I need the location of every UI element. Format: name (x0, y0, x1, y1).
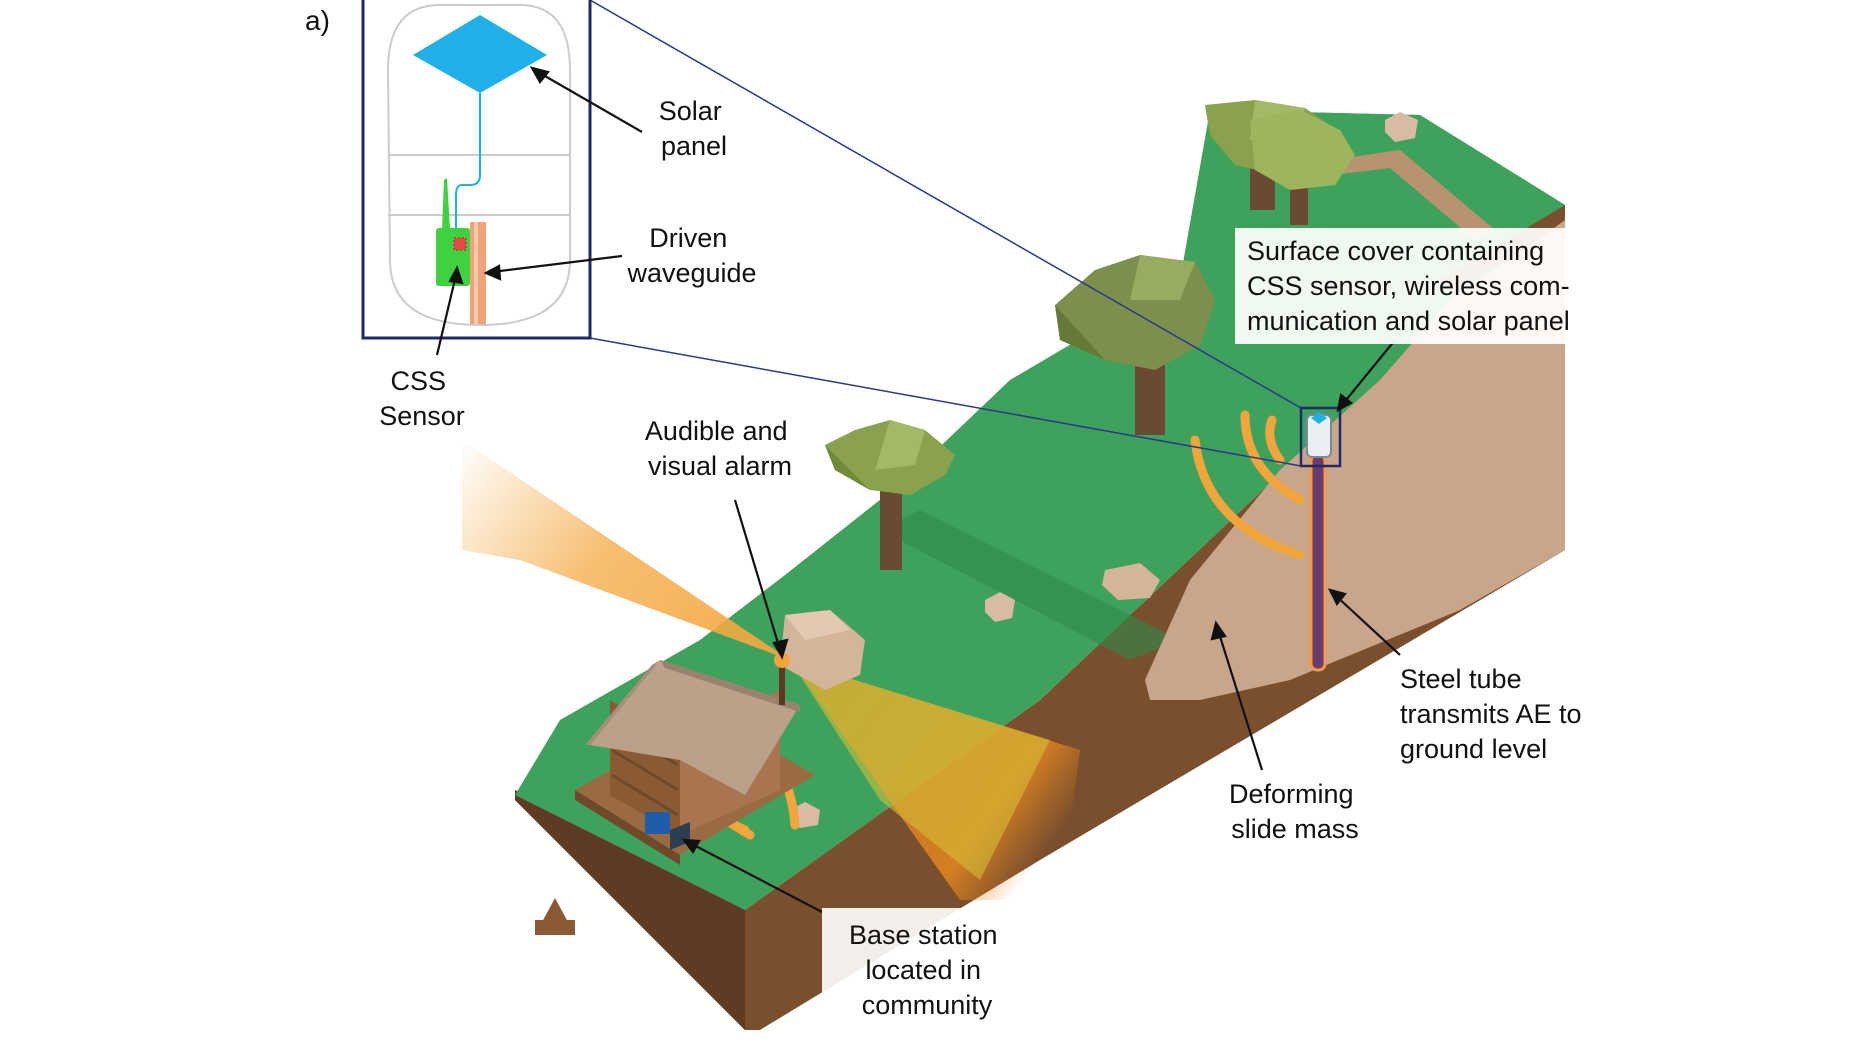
label-steel-tube: Steel tube transmits AE to ground level (1400, 664, 1589, 764)
cover-outline (386, 4, 571, 327)
inset-zoom (361, 0, 1302, 467)
tree-foliage (1250, 110, 1355, 190)
arrow-solar-panel (537, 71, 643, 133)
label-solar-panel: Solar panel (659, 96, 730, 161)
solar-panel (413, 15, 547, 93)
antenna (442, 178, 450, 230)
zoom-line (589, 337, 1302, 467)
signal-wave (1265, 415, 1285, 465)
signal-wave (1190, 435, 1305, 560)
rock (1385, 112, 1418, 142)
steel-tube-assembly (1299, 406, 1342, 672)
alarm-pole (779, 660, 785, 705)
arrow-waveguide (491, 254, 623, 274)
base-station-label-bg (822, 908, 1012, 1024)
label-driven-waveguide: Driven waveguide (626, 223, 756, 288)
base-station (645, 812, 670, 834)
surface-cover-label-bg (1235, 228, 1592, 344)
solar-wire (455, 93, 481, 230)
soil-left-face (515, 790, 745, 1030)
steel-tube (1309, 453, 1327, 672)
arrow-steel-tube (1334, 594, 1401, 656)
tree-trunk (880, 480, 902, 570)
label-base-station: Base station located in community (849, 920, 1005, 1020)
signal-wave (1240, 410, 1305, 505)
rock (985, 592, 1015, 622)
house (575, 652, 815, 865)
arrow-surface-cover (1341, 339, 1396, 406)
arrow-base-station (689, 842, 823, 913)
arrow-alarm (733, 499, 782, 651)
label-css-sensor: CSS Sensor (379, 366, 465, 431)
label-alarm: Audible and visual alarm (645, 416, 795, 481)
pointer-arrows (435, 66, 1401, 913)
label-surface-cover: Surface cover containing CSS sensor, wir… (1247, 236, 1577, 336)
panel-label: a) (305, 5, 330, 36)
surface-cover-highlight-box (1299, 406, 1342, 468)
alarm-light-cone-upper (462, 440, 790, 660)
alarm-light (774, 652, 790, 668)
arrow-deforming-slide (1216, 629, 1264, 771)
rock (1102, 563, 1160, 600)
zoom-line (589, 0, 1302, 409)
grass-strip (880, 510, 1180, 660)
arrow-css-sensor (435, 274, 458, 356)
alarm-light-cone-mid (790, 660, 1050, 880)
label-deforming-slide: Deforming slide mass (1229, 779, 1361, 844)
